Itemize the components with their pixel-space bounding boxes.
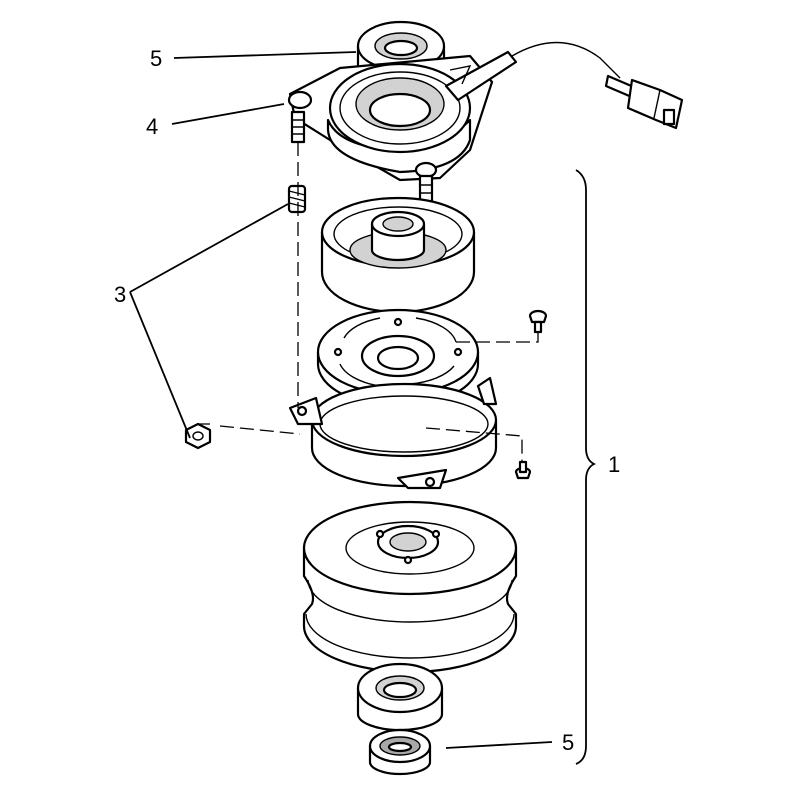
alignment-line-bracket-screw — [425, 427, 523, 462]
armature-screw — [528, 309, 548, 334]
bracket-screw — [514, 460, 532, 480]
leader-line-nut — [129, 291, 191, 439]
callout-top-bearing: 5 — [150, 46, 162, 71]
alignment-line-armature-screw — [456, 332, 539, 343]
callout-clutch-assembly: 1 — [608, 452, 620, 477]
alignment-line-nut — [198, 423, 301, 435]
callout-bottom-bearing: 5 — [562, 730, 574, 755]
leader-line-spring — [129, 203, 289, 293]
pulley — [302, 500, 518, 674]
spring — [287, 184, 307, 214]
bottom-bearing — [368, 728, 432, 776]
spacer-hub — [356, 662, 444, 732]
assembly-brace — [575, 169, 597, 765]
leader-line-bottom-bearing — [445, 741, 553, 749]
leader-line-top-bearing — [173, 51, 357, 59]
field-coil-plate — [287, 50, 518, 182]
callout-field-coil: 4 — [146, 114, 158, 139]
mounting-stud-left — [290, 110, 306, 144]
brake-bracket — [288, 376, 498, 490]
leader-line-field-coil — [171, 103, 285, 125]
rotor — [320, 196, 476, 314]
callout-spring-kit: 3 — [114, 282, 126, 307]
wire-harness — [511, 41, 684, 130]
